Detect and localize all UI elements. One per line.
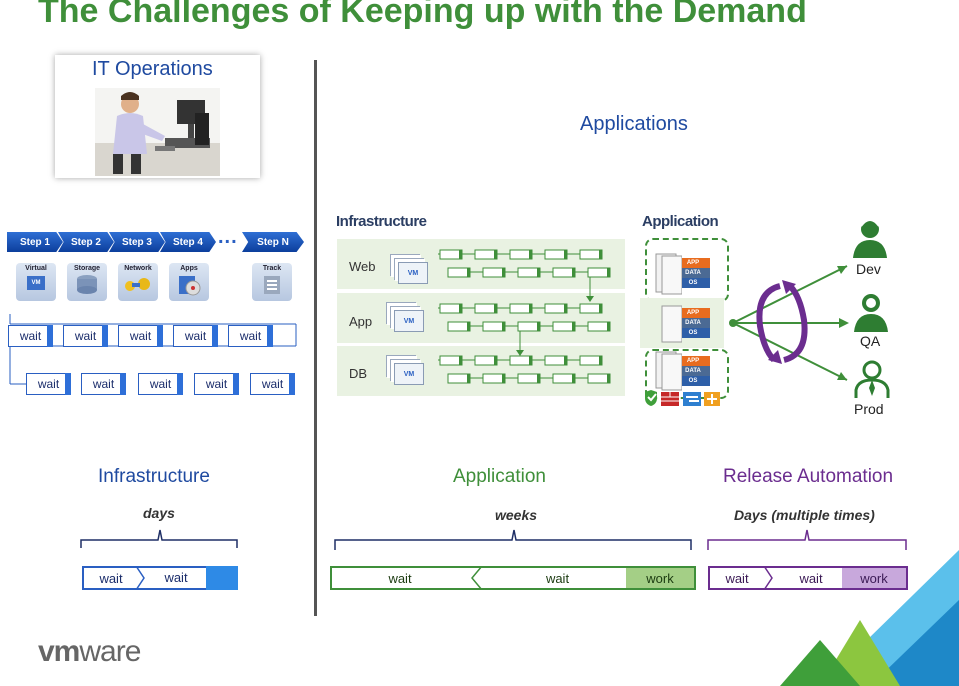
vm-stack-icon: VM (394, 363, 424, 385)
steps-ellipsis: ... (218, 226, 238, 248)
wait-segment: wait (725, 570, 749, 586)
wait-segment: wait (545, 570, 570, 586)
network-icon: Network (118, 263, 158, 301)
delivery-arrows (729, 265, 849, 381)
application-duration: weeks (495, 507, 538, 523)
application-bracket (334, 529, 692, 550)
app-layer-stack: APP DATA OS (676, 258, 710, 288)
dev-label: Dev (856, 261, 881, 277)
wait-box: wait (173, 325, 218, 347)
qa-label: QA (860, 333, 881, 349)
infrastructure-bracket (80, 529, 238, 548)
office-worker-photo (95, 88, 220, 176)
wait-box: wait (26, 373, 71, 395)
app-row (337, 293, 625, 343)
release-duration: Days (multiple times) (734, 507, 875, 523)
wait-box: wait (8, 325, 53, 347)
prod-icon (854, 360, 890, 398)
app-label: App (349, 314, 373, 329)
wait-box: wait (63, 325, 108, 347)
corner-decoration (780, 550, 959, 686)
vm-stack-icon: VM (394, 310, 424, 332)
release-automation-title: Release Automation (723, 466, 894, 487)
virtual-icon: Virtual VM (16, 263, 56, 301)
apps-icon: Apps (169, 263, 209, 301)
release-bracket (707, 529, 907, 550)
wait-segment: wait (799, 570, 823, 586)
infrastructure-duration: days (143, 505, 175, 521)
wait-box: wait (138, 373, 183, 395)
step-3: Step 3 (109, 232, 165, 252)
vm-stack-icon: VM (398, 262, 428, 284)
step-2: Step 2 (58, 232, 114, 252)
vmware-logo: vmware (38, 635, 141, 668)
web-label: Web (349, 259, 376, 274)
db-label: DB (349, 366, 368, 381)
app-layer-stack: APP DATA OS (676, 356, 710, 386)
application-section-title: Application (453, 466, 546, 487)
it-operations-title: IT Operations (92, 58, 213, 80)
infrastructure-work-segment (206, 566, 238, 590)
step-n: Step N (242, 232, 304, 252)
step-1: Step 1 (7, 232, 63, 252)
wait-segment: wait (388, 570, 412, 586)
storage-icon: Storage (67, 263, 107, 301)
application-timeline (330, 566, 696, 590)
cycle-icon (756, 280, 808, 364)
db-row (337, 346, 625, 396)
infrastructure-header: Infrastructure (336, 213, 427, 230)
wait-box: wait (118, 325, 163, 347)
web-row (337, 239, 625, 289)
prod-label: Prod (854, 401, 884, 417)
wait-box: wait (81, 373, 126, 395)
track-icon: Track (252, 263, 292, 301)
wait-box: wait (194, 373, 239, 395)
wait-segment: wait (164, 569, 188, 585)
application-header: Application (642, 213, 719, 230)
release-timeline (708, 566, 908, 590)
wait-segment: wait (99, 570, 123, 586)
infrastructure-section-title: Infrastructure (98, 466, 210, 487)
segment-divider (135, 566, 145, 590)
stacked-layers-shadow (655, 253, 682, 391)
applications-title: Applications (580, 113, 688, 135)
task-flow-diagram (438, 249, 611, 384)
slide-title: The Challenges of Keeping up with the De… (38, 0, 807, 30)
work-segment: work (626, 568, 694, 588)
section-divider (314, 60, 317, 616)
segment-divider (471, 566, 483, 590)
security-network-icons (645, 390, 720, 406)
qa-icon (854, 294, 888, 332)
segment-divider (763, 566, 773, 590)
developer-icon (853, 219, 887, 258)
work-segment: work (842, 568, 906, 588)
step-4: Step 4 (160, 232, 216, 252)
wait-box: wait (228, 325, 273, 347)
app-layer-stack: APP DATA OS (676, 308, 710, 338)
wait-box: wait (250, 373, 295, 395)
